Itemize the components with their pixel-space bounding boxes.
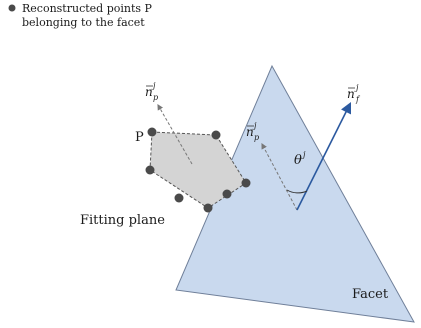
- legend-line-2: belonging to the facet: [22, 16, 145, 29]
- np-copy-vector-label: n j p: [246, 121, 259, 142]
- reconstructed-point: [145, 165, 155, 175]
- theta-label: θ j: [294, 150, 306, 168]
- theta-symbol: θ: [294, 153, 302, 168]
- legend-point-marker: [8, 4, 16, 12]
- plane-normal-arrow: [157, 103, 193, 165]
- np-subscript: p: [153, 93, 158, 102]
- reconstructed-point: [222, 189, 232, 199]
- np-superscript: j: [151, 81, 156, 90]
- reconstructed-point: [211, 130, 221, 140]
- np-copy-subscript: p: [254, 133, 259, 142]
- reconstructed-point: [203, 203, 213, 213]
- theta-superscript: j: [301, 150, 306, 159]
- theta-angle-arc: [286, 189, 308, 194]
- reconstructed-points: [145, 127, 251, 213]
- reconstructed-point: [241, 178, 251, 188]
- legend: Reconstructed points P belonging to the …: [8, 2, 153, 29]
- facet-label: Facet: [352, 287, 389, 302]
- legend-line-1: Reconstructed points P: [22, 2, 153, 15]
- nf-vector-label: n j f: [347, 83, 361, 104]
- fitting-plane-label: Fitting plane: [80, 213, 165, 228]
- point-p-label: P: [135, 130, 144, 145]
- np-copy-base: n: [246, 125, 254, 139]
- np-base: n: [145, 85, 153, 99]
- reconstructed-point: [174, 193, 184, 203]
- fitting-plane-polygon: [149, 131, 247, 209]
- nf-superscript: j: [354, 83, 359, 92]
- nf-subscript: f: [355, 95, 361, 104]
- np-vector-label: n j p: [145, 81, 158, 102]
- reconstructed-point: [147, 127, 157, 137]
- np-copy-superscript: j: [252, 121, 257, 130]
- nf-base: n: [347, 87, 355, 101]
- plane-normal-copy-arrow: [261, 142, 298, 211]
- facet-normal-arrow: [296, 101, 352, 211]
